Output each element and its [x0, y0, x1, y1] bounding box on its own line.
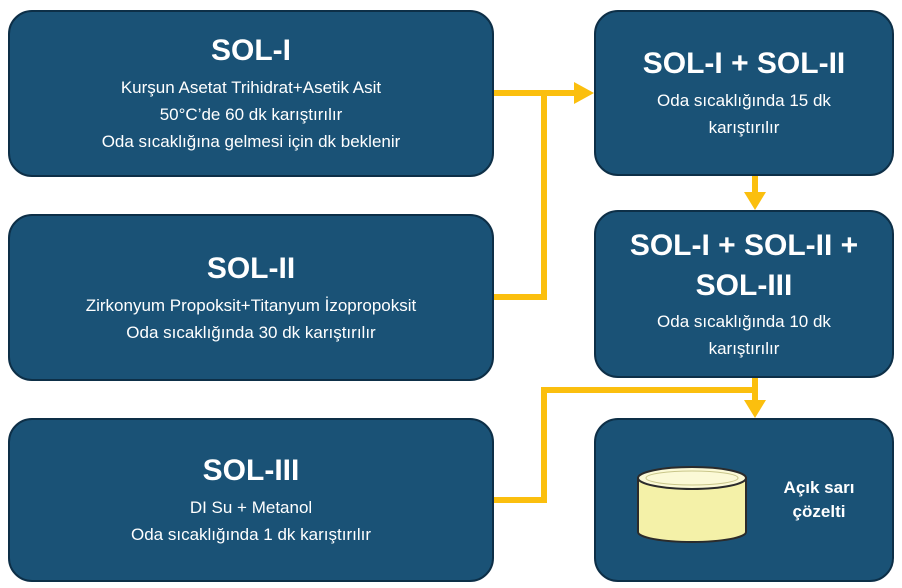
mix123-line: karıştırılır: [708, 339, 780, 358]
mix123-line: Oda sıcaklığında 10 dk: [657, 312, 831, 331]
sol3-line: DI Su + Metanol: [189, 498, 313, 517]
sol2-line: Zirkonyum Propoksit+Titanyum İzopropoksi…: [85, 295, 417, 315]
sol2-box: SOL-II Zirkonyum Propoksit+Titanyum İzop…: [8, 214, 494, 381]
arrow-sol2-to-mix: [494, 93, 547, 300]
result-box: Açık sarı çözelti: [594, 418, 894, 582]
mix123-box: SOL-I + SOL-II + SOL-III Oda sıcaklığınd…: [594, 210, 894, 378]
sol3-title: SOL-III: [202, 454, 300, 487]
sol1-box: SOL-I Kurşun Asetat Trihidrat+Asetik Asi…: [8, 10, 494, 177]
result-line: Açık sarı: [783, 478, 855, 497]
mix12-line: Oda sıcaklığında 15 dk: [657, 91, 831, 110]
mix12-title: SOL-I + SOL-II: [642, 47, 846, 80]
arrowhead-to-result: [744, 400, 766, 418]
sol2-line: Oda sıcaklığında 30 dk karıştırılır: [126, 322, 376, 342]
sol1-line: 50°C’de 60 dk karıştırılır: [159, 105, 343, 124]
arrowhead-to-mix12: [574, 82, 594, 104]
mix12-box: SOL-I + SOL-II Oda sıcaklığında 15 dk ka…: [594, 10, 894, 176]
result-label: Açık sarı çözelti: [774, 476, 864, 524]
mix12-line: karıştırılır: [708, 118, 780, 137]
arrow-sol3-to-result: [494, 387, 755, 503]
sol1-line: Oda sıcaklığına gelmesi için dk beklenir: [101, 132, 401, 151]
arrowhead-to-mix123: [744, 192, 766, 210]
sol3-line: Oda sıcaklığında 1 dk karıştırılır: [131, 525, 371, 544]
mix123-title-line: SOL-III: [695, 269, 793, 302]
sol1-title: SOL-I: [211, 34, 291, 67]
mix123-title-line: SOL-I + SOL-II +: [629, 229, 859, 262]
sol3-box: SOL-III DI Su + Metanol Oda sıcaklığında…: [8, 418, 494, 582]
result-line: çözelti: [792, 502, 846, 521]
sol2-title: SOL-II: [206, 251, 296, 285]
sol1-line: Kurşun Asetat Trihidrat+Asetik Asit: [120, 78, 382, 97]
beaker-icon: [637, 466, 747, 543]
